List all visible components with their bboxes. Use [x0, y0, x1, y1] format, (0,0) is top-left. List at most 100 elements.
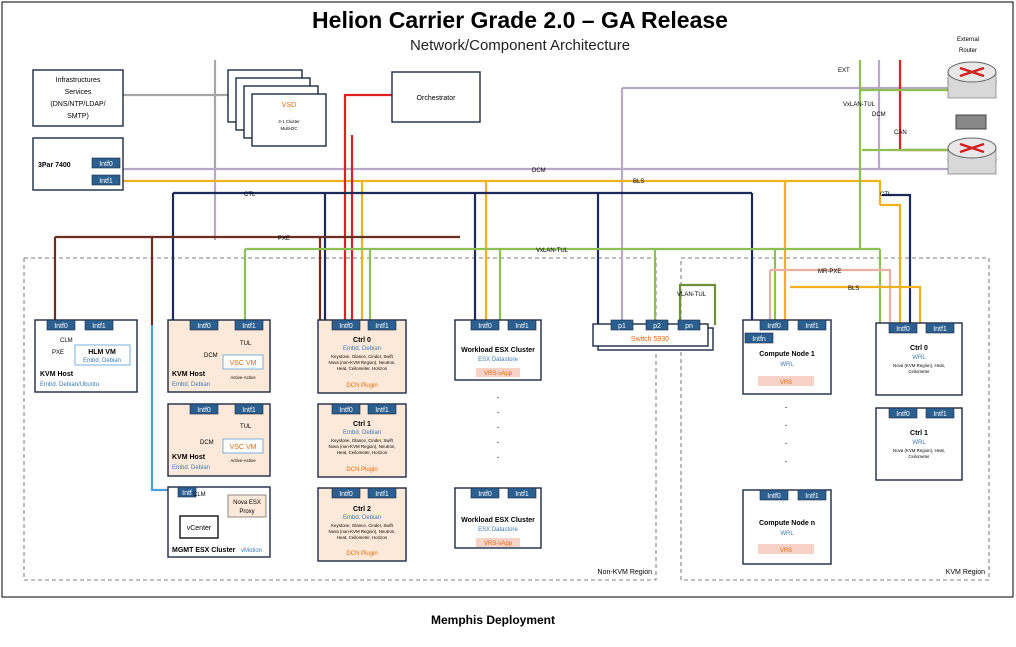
hlm-vm: HLM VM	[88, 349, 116, 356]
3par-intf0: Intf0	[99, 161, 113, 168]
router-label2: Router	[959, 48, 977, 54]
hlm-os: Embd. Debian/Ubuntu	[40, 382, 99, 388]
mgmt-vcenter: vCenter	[187, 525, 212, 532]
vsc2-vm: VSC VM	[230, 444, 257, 451]
esx1-vrs: VRS-vApp	[484, 541, 513, 547]
ctrl-right-0: Intf0 Intf1 Ctrl 0 WRL Nova (KVM Region)…	[875, 322, 963, 396]
esx0-name: Workload ESX Cluster	[461, 347, 535, 354]
ctrl2-intf0: Intf0	[339, 491, 353, 498]
ctrl0-os: Embd. Debian	[343, 346, 381, 352]
mgmt-proxy1: Nova ESX	[233, 500, 261, 506]
rctrl1-intf1: Intf1	[933, 411, 947, 418]
vxlan-top-label: VxLAN-TUL	[843, 102, 876, 108]
ctrl2-s1: Keystone, Glance, Cinder, Swift	[331, 523, 394, 528]
ctrl1-s2: Nova (non-KVM Region), Neutron,	[328, 444, 395, 449]
network-lines	[53, 60, 950, 492]
ctrl1-os: Embd. Debian	[343, 430, 381, 436]
vsc1-mode: Active-Active	[230, 375, 256, 380]
mrpxe-label: MR-PXE	[818, 269, 841, 275]
can-label: CAN	[894, 130, 907, 136]
rctrl0-intf1: Intf1	[933, 326, 947, 333]
diagram-subtitle: Network/Component Architecture	[410, 37, 630, 54]
mgmt-proxy2: Proxy	[239, 509, 254, 515]
esx0-intf1: Intf1	[515, 323, 529, 330]
bls-line	[123, 179, 902, 325]
ctrl2-os: Embd. Debian	[343, 515, 381, 521]
ext-label: EXT	[838, 68, 850, 74]
mgmt-label: MGMT ESX Cluster	[172, 547, 236, 554]
ctrl1-intf0: Intf0	[339, 407, 353, 414]
vsc2-tul: TUL	[240, 424, 252, 430]
hlm-clm: CLM	[60, 338, 73, 344]
cn1-os: WRL	[780, 362, 794, 368]
dcm-top-label: DCM	[872, 112, 886, 118]
cnn-name: Compute Node n	[759, 520, 815, 527]
cn1-name: Compute Node 1	[759, 351, 815, 358]
cn1-intf1: Intf1	[805, 323, 819, 330]
compute-ellipsis: ·	[784, 420, 787, 431]
esx-ellipsis: ·	[496, 422, 499, 433]
vsc2-os: Embd. Debian	[172, 465, 210, 471]
vsc1-os: Embd. Debian	[172, 382, 210, 388]
cnn-intf1: Intf1	[805, 493, 819, 500]
vsc1-intf0: Intf0	[197, 323, 211, 330]
vlan-tul-line	[678, 283, 717, 325]
3par-box: 3Par 7400 Intf0 Intf1	[32, 137, 124, 191]
esx-ellipsis: ·	[496, 392, 499, 403]
esx1-intf1: Intf1	[515, 491, 529, 498]
mgmt-esx-cluster: Intf CLM Nova ESX Proxy vCenter MGMT ESX…	[167, 486, 271, 558]
bls-label: BLS	[633, 179, 644, 185]
cn1-intf0: Intf0	[767, 323, 781, 330]
infra-line1: Infrastructures	[56, 77, 101, 84]
vsc1-tul: TUL	[240, 341, 252, 347]
ctrl1-s1: Keystone, Glance, Cinder, Swift	[331, 438, 394, 443]
orchestrator-label: Orchestrator	[417, 95, 457, 102]
ctrl0-s1: Keystone, Glance, Cinder, Swift	[331, 354, 394, 359]
ctrl1-intf1: Intf1	[375, 407, 389, 414]
vsc2-intf0: Intf0	[197, 407, 211, 414]
switch-p1: p1	[618, 323, 626, 330]
infra-line3: (DNS/NTP/LDAP/	[50, 101, 105, 108]
ctrl2-name: Ctrl 2	[353, 506, 371, 513]
mgmt-vmotion: vMotion	[241, 548, 262, 554]
kvm-host-vsc-2: Intf0 Intf1 TUL DCM VSC VM Active-Active…	[167, 403, 271, 477]
vxlan-line	[243, 247, 882, 325]
vsc2-intf1: Intf1	[242, 407, 256, 414]
ctrl0-name: Ctrl 0	[353, 337, 371, 344]
cn1-vrs: VRS	[780, 380, 792, 386]
rctrl0-name: Ctrl 0	[910, 345, 928, 352]
nonkvm-region-label: Non-KVM Region	[598, 569, 653, 576]
esx-ellipsis: ·	[496, 452, 499, 463]
ctl-right-label: CTL	[880, 192, 892, 198]
hlm-vm-os: Embd. Debian	[83, 358, 121, 364]
rctrl1-intf0: Intf0	[896, 411, 910, 418]
compute-node-1: Intf0 Intf1 Intfn Compute Node 1 WRL VRS	[742, 319, 832, 395]
ctrl1-s3: Heat, Ceilometer, Horizon	[337, 450, 388, 455]
rctrl1-os: WRL	[912, 440, 926, 446]
vsc1-host: KVM Host	[172, 371, 206, 378]
vlan-tul-label: VLAN-TUL	[677, 292, 707, 298]
vsc2-mode: Active-Active	[230, 458, 256, 463]
vsc1-vm: VSC VM	[230, 360, 257, 367]
diagram-caption: Memphis Deployment	[431, 613, 555, 627]
ctrl1-name: Ctrl 1	[353, 421, 371, 428]
workload-esx-0: Intf0 Intf1 Workload ESX Cluster ESX Dat…	[454, 319, 542, 381]
infra-services-box: Infrastructures Services (DNS/NTP/LDAP/ …	[32, 69, 124, 127]
pxe-label: PXE	[278, 236, 290, 242]
rctrl0-s1: Nova (KVM Region), Heat,	[893, 363, 945, 368]
hlm-host: KVM Host	[40, 371, 74, 378]
ctrl2-s3: Heat, Ceilometer, Horizon	[337, 535, 388, 540]
cnn-vrs: VRS	[780, 548, 792, 554]
vsc1-dcm: DCM	[204, 353, 218, 359]
switch-p2: p2	[653, 323, 661, 330]
ctl-label: CTL	[244, 192, 256, 198]
ctrl-right-1: Intf0 Intf1 Ctrl 1 WRL Nova (KVM Region)…	[875, 407, 963, 481]
compute-ellipsis: ·	[784, 456, 787, 467]
esx0-vrs: VRS-vApp	[484, 371, 513, 377]
ctl-line	[171, 191, 912, 325]
rctrl1-name: Ctrl 1	[910, 430, 928, 437]
rctrl0-intf0: Intf0	[896, 326, 910, 333]
rctrl1-s2: Ceilometer	[908, 454, 930, 459]
kvm-host-hlm: Intf0 Intf1 CLM PXE HLM VM Embd. Debian …	[34, 319, 138, 393]
